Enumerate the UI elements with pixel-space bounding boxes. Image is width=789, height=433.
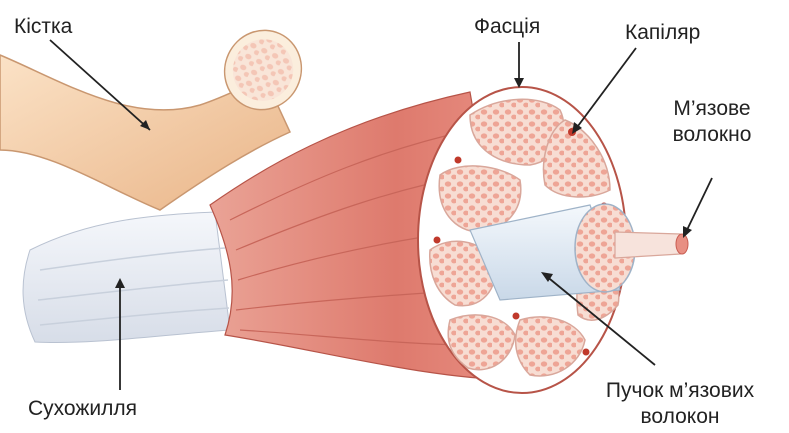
capillary-pointer (575, 48, 636, 130)
fiber-bundle-label: Пучок м’язових волокон (590, 378, 770, 430)
tendon (23, 212, 230, 343)
fiber-bundle-label-line1: Пучок м’язових (590, 378, 770, 404)
fascia-label: Фасція (474, 14, 540, 40)
capillary-label: Капіляр (625, 20, 700, 46)
tendon-label: Сухожилля (28, 396, 137, 422)
muscle-fiber-label: М’язове волокно (652, 96, 772, 148)
muscle-fiber-label-line2: волокно (652, 122, 772, 148)
fiber-bundle-label-line2: волокон (590, 404, 770, 430)
muscle-fiber-pointer (686, 178, 712, 232)
muscle-fiber (615, 232, 688, 258)
muscle-fiber-label-line1: М’язове (652, 96, 772, 122)
bone-label: Кістка (14, 14, 72, 40)
